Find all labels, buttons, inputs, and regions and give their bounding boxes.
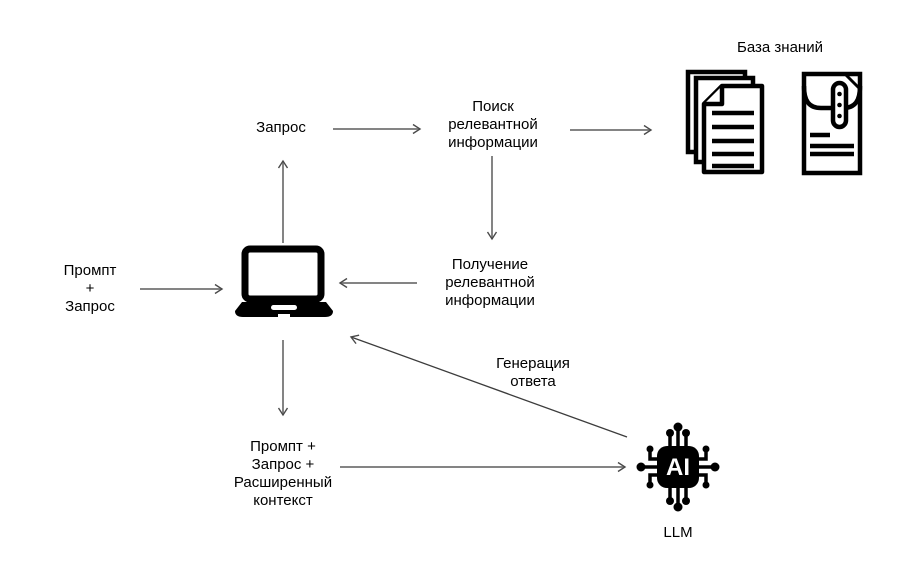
documents-stack-icon — [685, 69, 765, 175]
laptop-icon — [235, 245, 333, 317]
ai-chip-text: AI — [666, 454, 690, 481]
label-query: Запрос — [256, 119, 306, 136]
label-answer-generation: Генерация ответа — [496, 355, 570, 390]
label-search-relevant-info: Поиск релевантной информации — [448, 98, 538, 151]
label-prompt-plus-query: Промпт + Запрос — [63, 262, 117, 315]
llm-label: LLM — [663, 524, 693, 541]
envelope-clasp-icon — [801, 71, 863, 176]
label-retrieval-relevant-info: Получение релевантной информации — [445, 256, 535, 309]
arrow-llm-to-laptop-generation — [349, 334, 628, 438]
knowledge-base-title: База знаний — [737, 39, 823, 56]
label-augmented-prompt: Промпт + Запрос + Расширенный контекст — [233, 438, 333, 509]
ai-chip-icon: AI — [636, 422, 720, 512]
